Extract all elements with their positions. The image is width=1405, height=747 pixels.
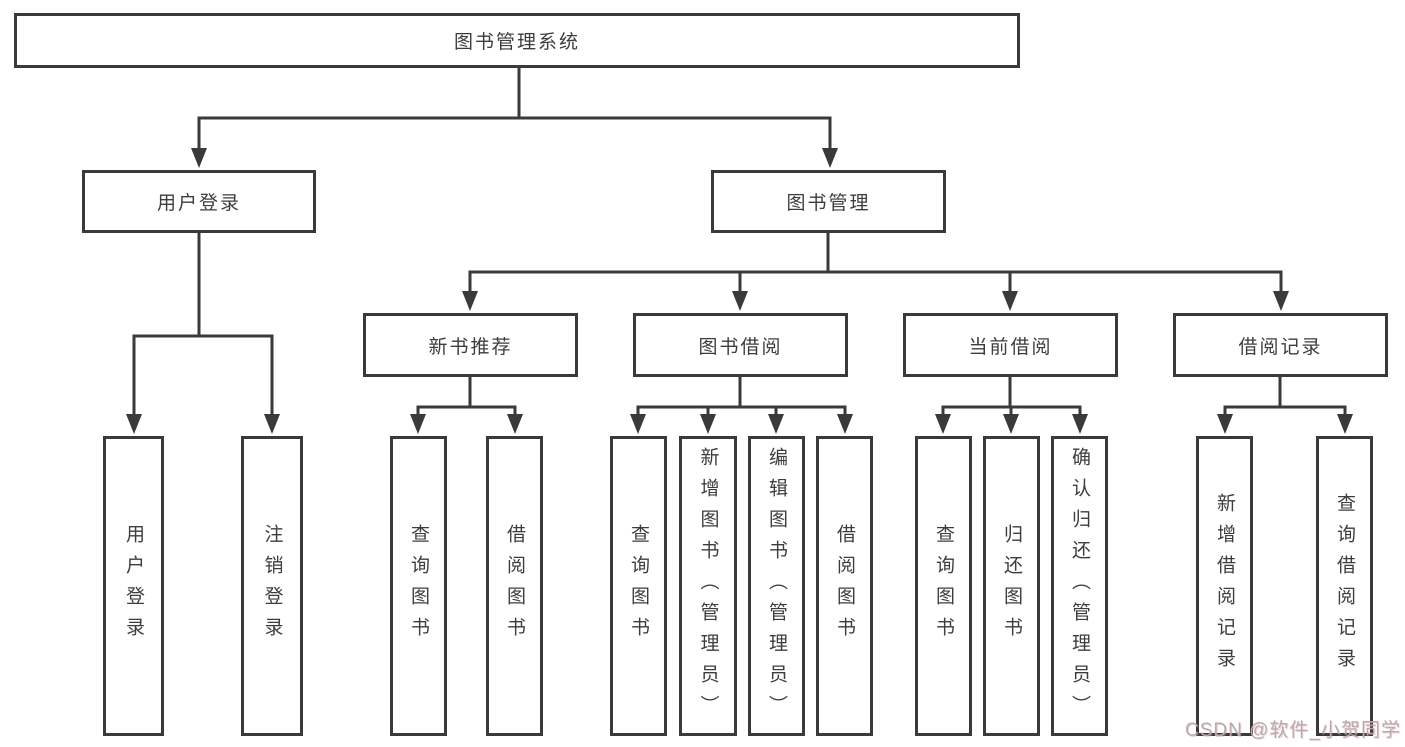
node-book-management: 图书管理 [711, 170, 946, 233]
leaf-borrow-add-admin: 新增图书（管理员） [679, 436, 737, 736]
leaf-record-query: 查询借阅记录 [1316, 436, 1373, 736]
node-book-borrow: 图书借阅 [633, 313, 848, 377]
leaf-borrow-book: 借阅图书 [816, 436, 873, 736]
node-root: 图书管理系统 [14, 13, 1020, 68]
leaf-user-login: 用户登录 [103, 436, 164, 736]
node-new-book-recommend: 新书推荐 [363, 313, 578, 377]
node-user-login: 用户登录 [82, 170, 316, 233]
leaf-current-confirm-admin: 确认归还（管理员） [1051, 436, 1108, 736]
leaf-record-add: 新增借阅记录 [1196, 436, 1253, 736]
leaf-newbook-borrow: 借阅图书 [486, 436, 543, 736]
node-current-borrow: 当前借阅 [903, 313, 1118, 377]
leaf-newbook-query: 查询图书 [390, 436, 447, 736]
leaf-current-query: 查询图书 [915, 436, 972, 736]
node-borrow-records: 借阅记录 [1173, 313, 1388, 377]
leaf-borrow-query: 查询图书 [610, 436, 667, 736]
csdn-watermark: CSDN @软件_小贺同学 [1185, 720, 1401, 741]
leaf-borrow-edit-admin: 编辑图书（管理员） [748, 436, 805, 736]
leaf-logout: 注销登录 [241, 436, 303, 736]
leaf-current-return: 归还图书 [983, 436, 1040, 736]
